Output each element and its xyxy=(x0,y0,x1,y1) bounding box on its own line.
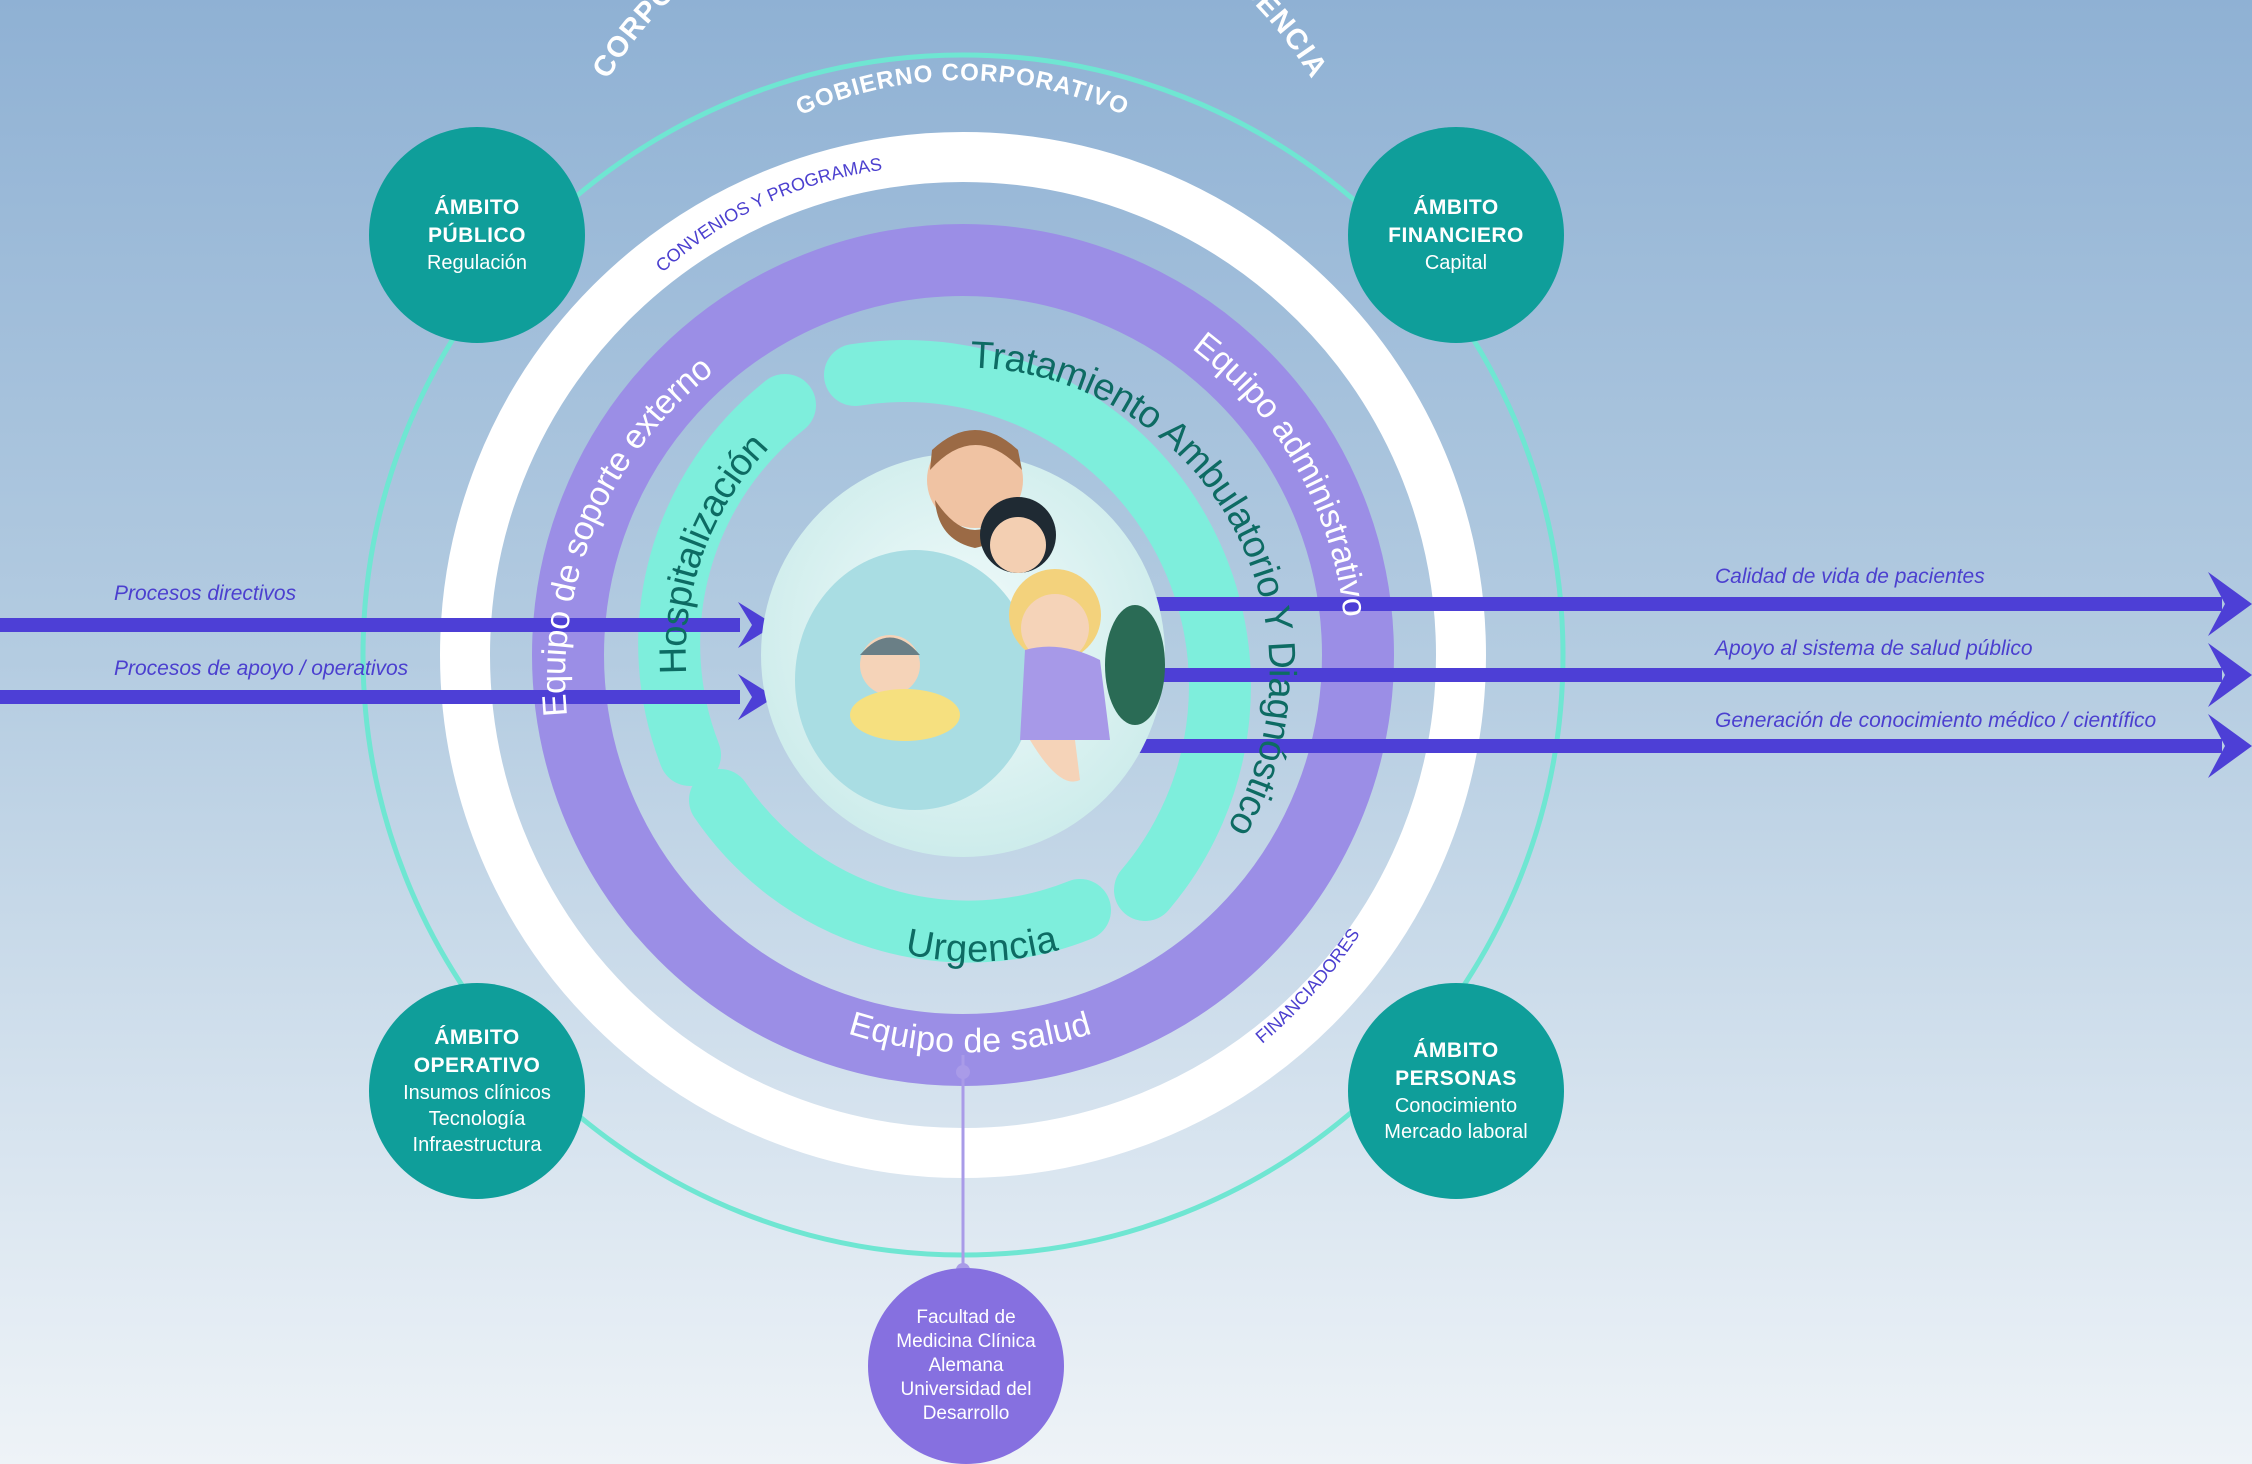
output-arrowhead-1 xyxy=(2208,572,2252,636)
input-arrowhead-2 xyxy=(738,674,775,720)
facultad-line-2: Medicina Clínica xyxy=(896,1331,1036,1352)
ambito-personas: ÁMBITO PERSONAS Conocimiento Mercado lab… xyxy=(1348,983,1564,1199)
output-arrowhead-2 xyxy=(2208,643,2252,707)
ambito-operativo: ÁMBITO OPERATIVO Insumos clínicos Tecnol… xyxy=(369,983,585,1199)
ambito-publico: ÁMBITO PÚBLICO Regulación xyxy=(369,127,585,343)
family-illustration-figures xyxy=(795,430,1165,810)
corporation-title: CORPORACIÓN CHILENO - ALEMANA DE BENEFIC… xyxy=(587,0,1334,84)
output-label-2: Apoyo al sistema de salud público xyxy=(1715,637,2033,660)
facultad-line-5: Desarrollo xyxy=(922,1403,1010,1424)
ambito-financiero: ÁMBITO FINANCIERO Capital xyxy=(1348,127,1564,343)
output-arrow-line-3 xyxy=(1090,739,2222,753)
facultad-circle: Facultad de Medicina Clínica Alemana Uni… xyxy=(868,1268,1064,1464)
ambito-operativo-title-2: OPERATIVO xyxy=(413,1054,541,1077)
ambito-personas-title-2: PERSONAS xyxy=(1395,1067,1517,1090)
purple-ring xyxy=(532,224,1394,1086)
connector-dot-top xyxy=(956,1065,970,1079)
ambito-publico-title-1: ÁMBITO xyxy=(434,196,520,219)
ambito-financiero-title-1: ÁMBITO xyxy=(1413,196,1499,219)
ambito-operativo-title-1: ÁMBITO xyxy=(434,1026,520,1049)
input-label-1: Procesos directivos xyxy=(114,582,297,605)
input-arrow-line-1 xyxy=(0,618,740,632)
input-label-2: Procesos de apoyo / operativos xyxy=(114,657,409,680)
facultad-line-1: Facultad de xyxy=(916,1307,1016,1328)
output-arrow-line-1 xyxy=(1090,597,2222,611)
ambito-operativo-line-3: Infraestructura xyxy=(412,1134,542,1156)
output-arrows xyxy=(1090,572,2252,778)
input-arrow-line-2 xyxy=(0,690,740,704)
output-label-3: Generación de conocimiento médico / cien… xyxy=(1715,709,2157,732)
ambito-operativo-line-2: Tecnología xyxy=(428,1108,526,1130)
input-arrows xyxy=(0,602,775,720)
output-label-1: Calidad de vida de pacientes xyxy=(1715,565,1985,588)
ambito-personas-line-2: Mercado laboral xyxy=(1384,1121,1528,1143)
teal-segment-tratamiento xyxy=(824,340,1251,921)
output-arrowhead-3 xyxy=(2208,714,2252,778)
input-arrowhead-1 xyxy=(738,602,775,648)
ambito-financiero-line-1: Capital xyxy=(1424,252,1488,274)
ambito-operativo-line-1: Insumos clínicos xyxy=(403,1082,551,1104)
facultad-line-3: Alemana xyxy=(928,1355,1004,1376)
teal-segment-urgencia xyxy=(689,769,1111,963)
ambito-financiero-title-2: FINANCIERO xyxy=(1388,224,1524,247)
ambito-publico-line-1: Regulación xyxy=(426,252,528,274)
ambito-publico-title-2: PÚBLICO xyxy=(428,224,526,247)
facultad-line-4: Universidad del xyxy=(900,1379,1032,1400)
ambito-personas-title-1: ÁMBITO xyxy=(1413,1039,1499,1062)
ambito-personas-line-1: Conocimiento xyxy=(1394,1095,1518,1117)
output-arrow-line-2 xyxy=(1100,668,2222,682)
